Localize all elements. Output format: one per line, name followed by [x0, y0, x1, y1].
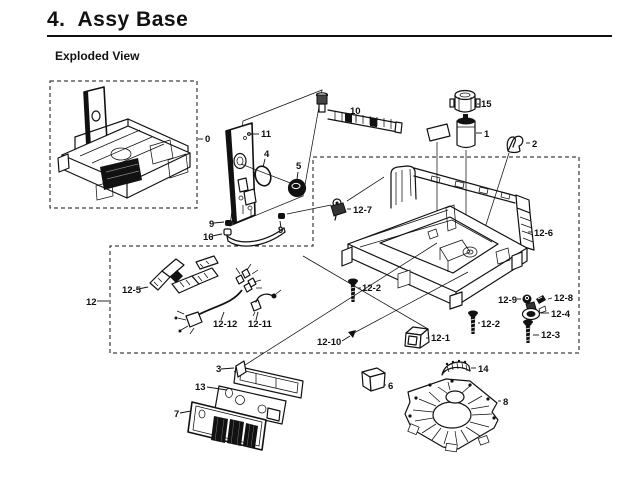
group-12-boundary: [109, 156, 580, 354]
callout-part-12-2b: 12-2: [481, 319, 500, 330]
callout-part-10: 10: [350, 106, 361, 117]
page-title: 4. Assy Base: [47, 8, 612, 37]
leader-line-part-12-10: [341, 335, 351, 342]
o-ring-part-4: [254, 165, 272, 187]
callout-part-7: 7: [174, 409, 179, 420]
drain-hose-part-10: [315, 92, 403, 134]
leader-line-part-9b: [279, 220, 282, 229]
panel-part-13: [214, 385, 287, 425]
callout-part-1: 1: [484, 129, 490, 140]
rod-part-12-10: [348, 271, 469, 338]
base-plate-part-8: [404, 378, 499, 453]
grommet-part-9-right: [278, 213, 285, 219]
callout-part-4: 4: [264, 149, 270, 160]
pin-part-12-8: [536, 295, 546, 304]
leader-line-part-12-11: [255, 311, 259, 321]
screw-part-12-3: [522, 319, 534, 344]
box-part-6: [361, 367, 386, 392]
leader-line-part-12-8: [547, 297, 553, 300]
frame-part-3: [233, 360, 304, 399]
callout-part-5: 5: [296, 161, 302, 172]
leader-line-part-12-12: [220, 311, 225, 321]
callout-part-12-10: 12-10: [317, 337, 341, 348]
cap-part-15: [449, 89, 481, 113]
filter-disc-part-5: [287, 178, 307, 198]
bracket-harness-part-12-5: [149, 255, 219, 294]
leader-line-part-13: [206, 386, 228, 391]
leader-line-part-3: [220, 367, 235, 370]
leader-line-part-4: [262, 158, 266, 168]
callout-part-13: 13: [195, 382, 206, 393]
screw-part-12-2-right: [467, 310, 479, 335]
callout-part-15: 15: [481, 99, 492, 110]
leader-line-part-12-5: [137, 286, 149, 290]
capacitor-part-1: [456, 114, 476, 149]
leader-line-part-7: [179, 410, 192, 414]
callout-part-16: 16: [203, 232, 214, 243]
callout-part-6: 6: [388, 381, 393, 392]
callout-part-3: 3: [216, 364, 221, 375]
leader-line-part-16: [211, 233, 223, 237]
callout-part-12-11: 12-11: [248, 319, 272, 330]
callout-part-12-7: 12-7: [353, 205, 372, 216]
leader-line-part-9a: [213, 221, 225, 224]
grille-part-7: [187, 401, 267, 451]
callout-part-12-5: 12-5: [122, 285, 142, 296]
section-title: Assy Base: [77, 8, 189, 31]
callout-part-14: 14: [478, 364, 489, 375]
callout-part-12-3: 12-3: [541, 330, 560, 341]
base-frame-part-12-6: [341, 165, 535, 310]
callout-part-12-4: 12-4: [551, 309, 571, 320]
bracket-part-14: [441, 359, 471, 376]
label-plate: [426, 123, 451, 142]
callout-part-12-1: 12-1: [431, 333, 451, 344]
grommet-part-9-left: [225, 220, 232, 226]
wire-part-12-11: [250, 289, 282, 317]
valve-part-12-7: [330, 198, 347, 221]
callout-part-8: 8: [503, 397, 508, 408]
hose-part-16: [223, 227, 286, 247]
callout-part-12-9: 12-9: [498, 295, 517, 306]
overview-assembled-view: [49, 80, 198, 209]
callout-part-12-6: 12-6: [534, 228, 553, 239]
callout-part-11: 11: [261, 129, 272, 140]
callout-part-9a: 9: [209, 219, 214, 230]
callout-part-12-8: 12-8: [554, 293, 573, 304]
clip-part-2: [506, 135, 524, 154]
subtitle: Exploded View: [55, 49, 140, 63]
leader-line-part-5: [296, 171, 299, 180]
callout-part-2: 2: [532, 139, 537, 150]
callout-part-12-12: 12-12: [213, 319, 237, 330]
bracket-part-12-1: [404, 326, 430, 349]
section-number: 4.: [47, 8, 66, 31]
wire-harness-part-12-12: [174, 263, 262, 335]
callout-part-9b: 9: [278, 225, 283, 236]
pump-plate-part-11: [225, 89, 323, 227]
callout-part-12: 12: [86, 297, 97, 308]
foot-part-12-4: [521, 301, 547, 321]
callout-part-12-2a: 12-2: [362, 283, 381, 294]
callout-part-0: 0: [205, 134, 210, 145]
nut-part-12-9: [522, 294, 532, 304]
